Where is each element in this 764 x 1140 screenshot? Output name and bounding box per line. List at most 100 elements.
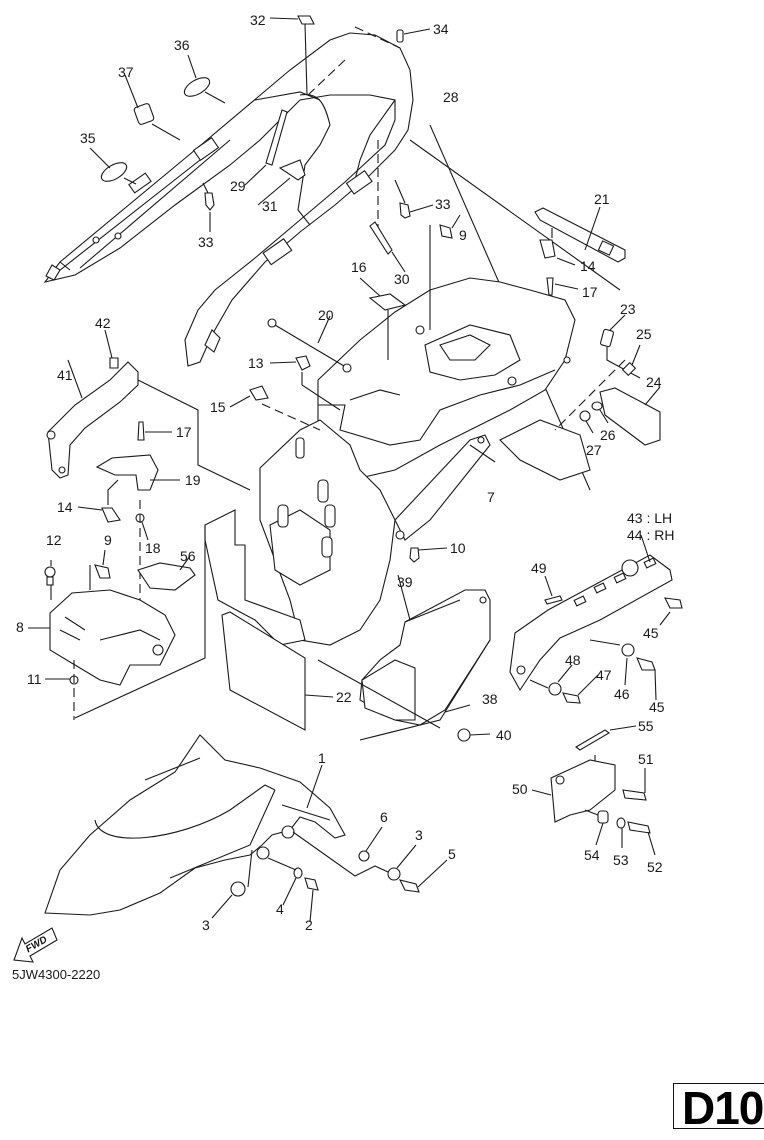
part-56-pad bbox=[137, 555, 196, 591]
callout-32: 32 bbox=[250, 12, 266, 28]
part-51-bolt bbox=[622, 768, 647, 801]
callout-49: 49 bbox=[531, 560, 547, 576]
page-label: D10 bbox=[682, 1082, 764, 1134]
part-13-clamp bbox=[269, 355, 341, 411]
part-41-cover bbox=[46, 359, 251, 491]
part-12-bolt bbox=[44, 560, 56, 600]
callout-38: 38 bbox=[482, 691, 498, 707]
fwd-arrow-icon: FWD bbox=[13, 927, 58, 963]
callout-34: 34 bbox=[433, 21, 449, 37]
mudguard-frame-box bbox=[204, 509, 306, 646]
callout-8: 8 bbox=[16, 619, 24, 635]
part-17a-rivet bbox=[546, 277, 579, 296]
part-40-grommet bbox=[317, 659, 491, 742]
callout-39: 39 bbox=[397, 574, 413, 590]
callout-42: 42 bbox=[95, 315, 111, 331]
callout-24: 24 bbox=[646, 374, 662, 390]
callout-53: 53 bbox=[613, 852, 629, 868]
part-1-front-fender bbox=[44, 734, 346, 916]
inner-fender-part-7 bbox=[259, 419, 496, 646]
callout-16: 16 bbox=[351, 259, 367, 275]
part-16-pad bbox=[359, 277, 407, 360]
part-33a-clip bbox=[202, 59, 379, 232]
part-17b-rivet bbox=[137, 421, 172, 441]
part-49-pad bbox=[544, 575, 563, 605]
callout-20: 20 bbox=[318, 307, 334, 323]
callout-9-top: 9 bbox=[459, 227, 467, 243]
part-6-nut bbox=[358, 826, 383, 862]
part-14b-bracket bbox=[77, 479, 121, 523]
part-38-39-light-housing bbox=[359, 574, 491, 741]
callout-35: 35 bbox=[80, 130, 96, 146]
callout-14-top: 14 bbox=[580, 258, 596, 274]
callout-1: 1 bbox=[318, 750, 326, 766]
part-34-pin bbox=[354, 26, 431, 49]
callout-19: 19 bbox=[185, 472, 201, 488]
part-31-damper bbox=[257, 159, 306, 206]
callout-3-left: 3 bbox=[202, 917, 210, 933]
part-2-bolt bbox=[304, 877, 319, 923]
callout-33-right: 33 bbox=[435, 196, 451, 212]
callout-26: 26 bbox=[600, 427, 616, 443]
callout-23: 23 bbox=[620, 301, 636, 317]
legend-44-rh: 44 : RH bbox=[627, 527, 674, 543]
part-24-plate bbox=[599, 386, 661, 446]
part-8-battery-box bbox=[28, 589, 176, 686]
part-46-collar bbox=[589, 639, 635, 686]
callout-47: 47 bbox=[596, 667, 612, 683]
callout-45-lower: 45 bbox=[649, 699, 665, 715]
callout-17-top: 17 bbox=[582, 284, 598, 300]
callout-40: 40 bbox=[496, 727, 512, 743]
part-27-nut bbox=[554, 359, 626, 434]
callout-48: 48 bbox=[565, 652, 581, 668]
callout-54: 54 bbox=[584, 847, 600, 863]
part-9a-bolt bbox=[429, 214, 461, 330]
part-29-strip bbox=[244, 109, 288, 186]
part-36-grommet bbox=[183, 54, 226, 104]
page-label-box: D10 bbox=[673, 1082, 764, 1134]
callout-37: 37 bbox=[118, 64, 134, 80]
part-48-collar bbox=[529, 664, 573, 696]
part-37-cap bbox=[124, 74, 181, 141]
part-50-bracket bbox=[531, 759, 616, 823]
callout-21: 21 bbox=[594, 191, 610, 207]
callout-25: 25 bbox=[636, 326, 652, 342]
part-32-pad bbox=[269, 15, 315, 96]
part-4-washer bbox=[267, 857, 303, 906]
callout-22: 22 bbox=[336, 689, 352, 705]
part-52-bolt bbox=[627, 821, 656, 856]
callout-41: 41 bbox=[57, 367, 73, 383]
callout-56: 56 bbox=[180, 548, 196, 564]
diagram-reference-code: 5JW4300-2220 bbox=[12, 967, 101, 982]
part-25-bolt bbox=[621, 344, 641, 377]
callout-52: 52 bbox=[647, 859, 663, 875]
callout-30: 30 bbox=[394, 271, 410, 287]
part-3b-collar bbox=[211, 849, 253, 919]
part-21-strap bbox=[534, 206, 626, 263]
part-33b-clip bbox=[394, 179, 434, 219]
callout-15: 15 bbox=[210, 399, 226, 415]
legend-43-lh: 43 : LH bbox=[627, 510, 672, 526]
callout-3-right: 3 bbox=[415, 827, 423, 843]
callout-45-upper: 45 bbox=[643, 625, 659, 641]
part-53-washer bbox=[616, 817, 626, 848]
part-14a-bracket bbox=[539, 228, 576, 266]
callout-50: 50 bbox=[512, 781, 528, 797]
part-42-grommet bbox=[104, 329, 119, 369]
part-35-grommet bbox=[89, 147, 137, 185]
callout-29: 29 bbox=[230, 178, 246, 194]
part-11-screw bbox=[45, 660, 79, 720]
callout-12: 12 bbox=[46, 532, 62, 548]
callout-13: 13 bbox=[248, 355, 264, 371]
part-3a-collar bbox=[292, 831, 417, 881]
part-47-bolt bbox=[562, 674, 599, 704]
callout-31: 31 bbox=[262, 198, 278, 214]
callout-11: 11 bbox=[27, 671, 42, 687]
part-26-washer bbox=[591, 401, 609, 424]
callout-10: 10 bbox=[450, 540, 466, 556]
part-19-bracket bbox=[95, 454, 180, 491]
callout-5: 5 bbox=[448, 846, 456, 862]
callout-36: 36 bbox=[174, 37, 190, 53]
callout-27: 27 bbox=[586, 442, 602, 458]
